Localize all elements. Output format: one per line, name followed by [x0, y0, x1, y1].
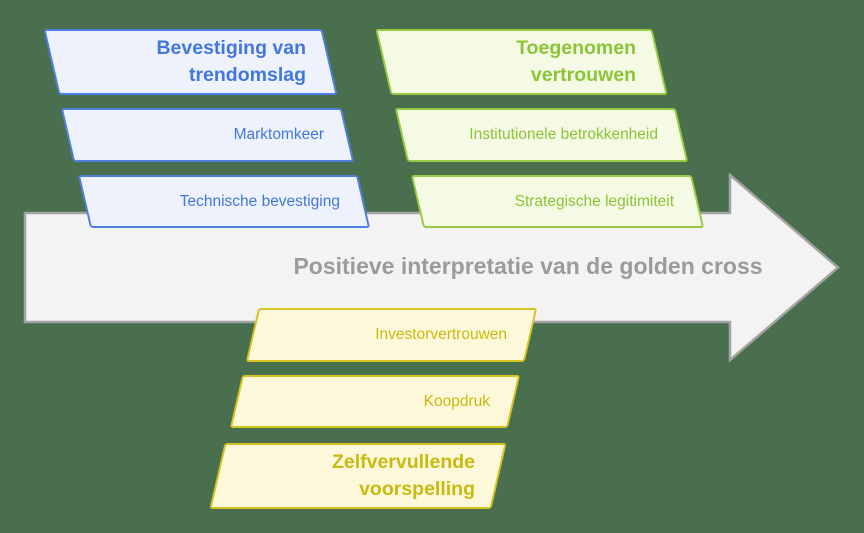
node-yellow-header-label: Zelfvervullende voorspelling: [331, 450, 475, 500]
node-technische-bevestiging-label: Technische bevestiging: [179, 192, 340, 210]
node-blue-header-label: Bevestiging van trendomslag: [156, 36, 306, 86]
node-strategische-legitimiteit: Strategische legitimiteit: [410, 175, 705, 228]
node-investorvertrouwen: Investorvertrouwen: [245, 308, 538, 362]
node-institutionele-betrokkenheid-label: Institutionele betrokkenheid: [469, 126, 658, 143]
node-koopdruk-label: Koopdruk: [423, 392, 490, 410]
node-marktomkeer: Marktomkeer: [60, 108, 355, 162]
node-green-header-label: Toegenomen vertrouwen: [516, 36, 636, 86]
node-blue-header: Bevestiging van trendomslag: [43, 29, 338, 95]
node-koopdruk: Koopdruk: [229, 375, 521, 428]
node-strategische-legitimiteit-label: Strategische legitimiteit: [514, 192, 674, 210]
node-investorvertrouwen-label: Investorvertrouwen: [375, 326, 507, 343]
node-technische-bevestiging: Technische bevestiging: [77, 175, 371, 228]
node-yellow-header: Zelfvervullende voorspelling: [209, 443, 507, 509]
node-institutionele-betrokkenheid: Institutionele betrokkenheid: [394, 108, 689, 162]
arrow-label: Positieve interpretatie van de golden cr…: [293, 253, 763, 279]
node-marktomkeer-label: Marktomkeer: [233, 126, 324, 143]
node-green-header: Toegenomen vertrouwen: [375, 29, 668, 95]
